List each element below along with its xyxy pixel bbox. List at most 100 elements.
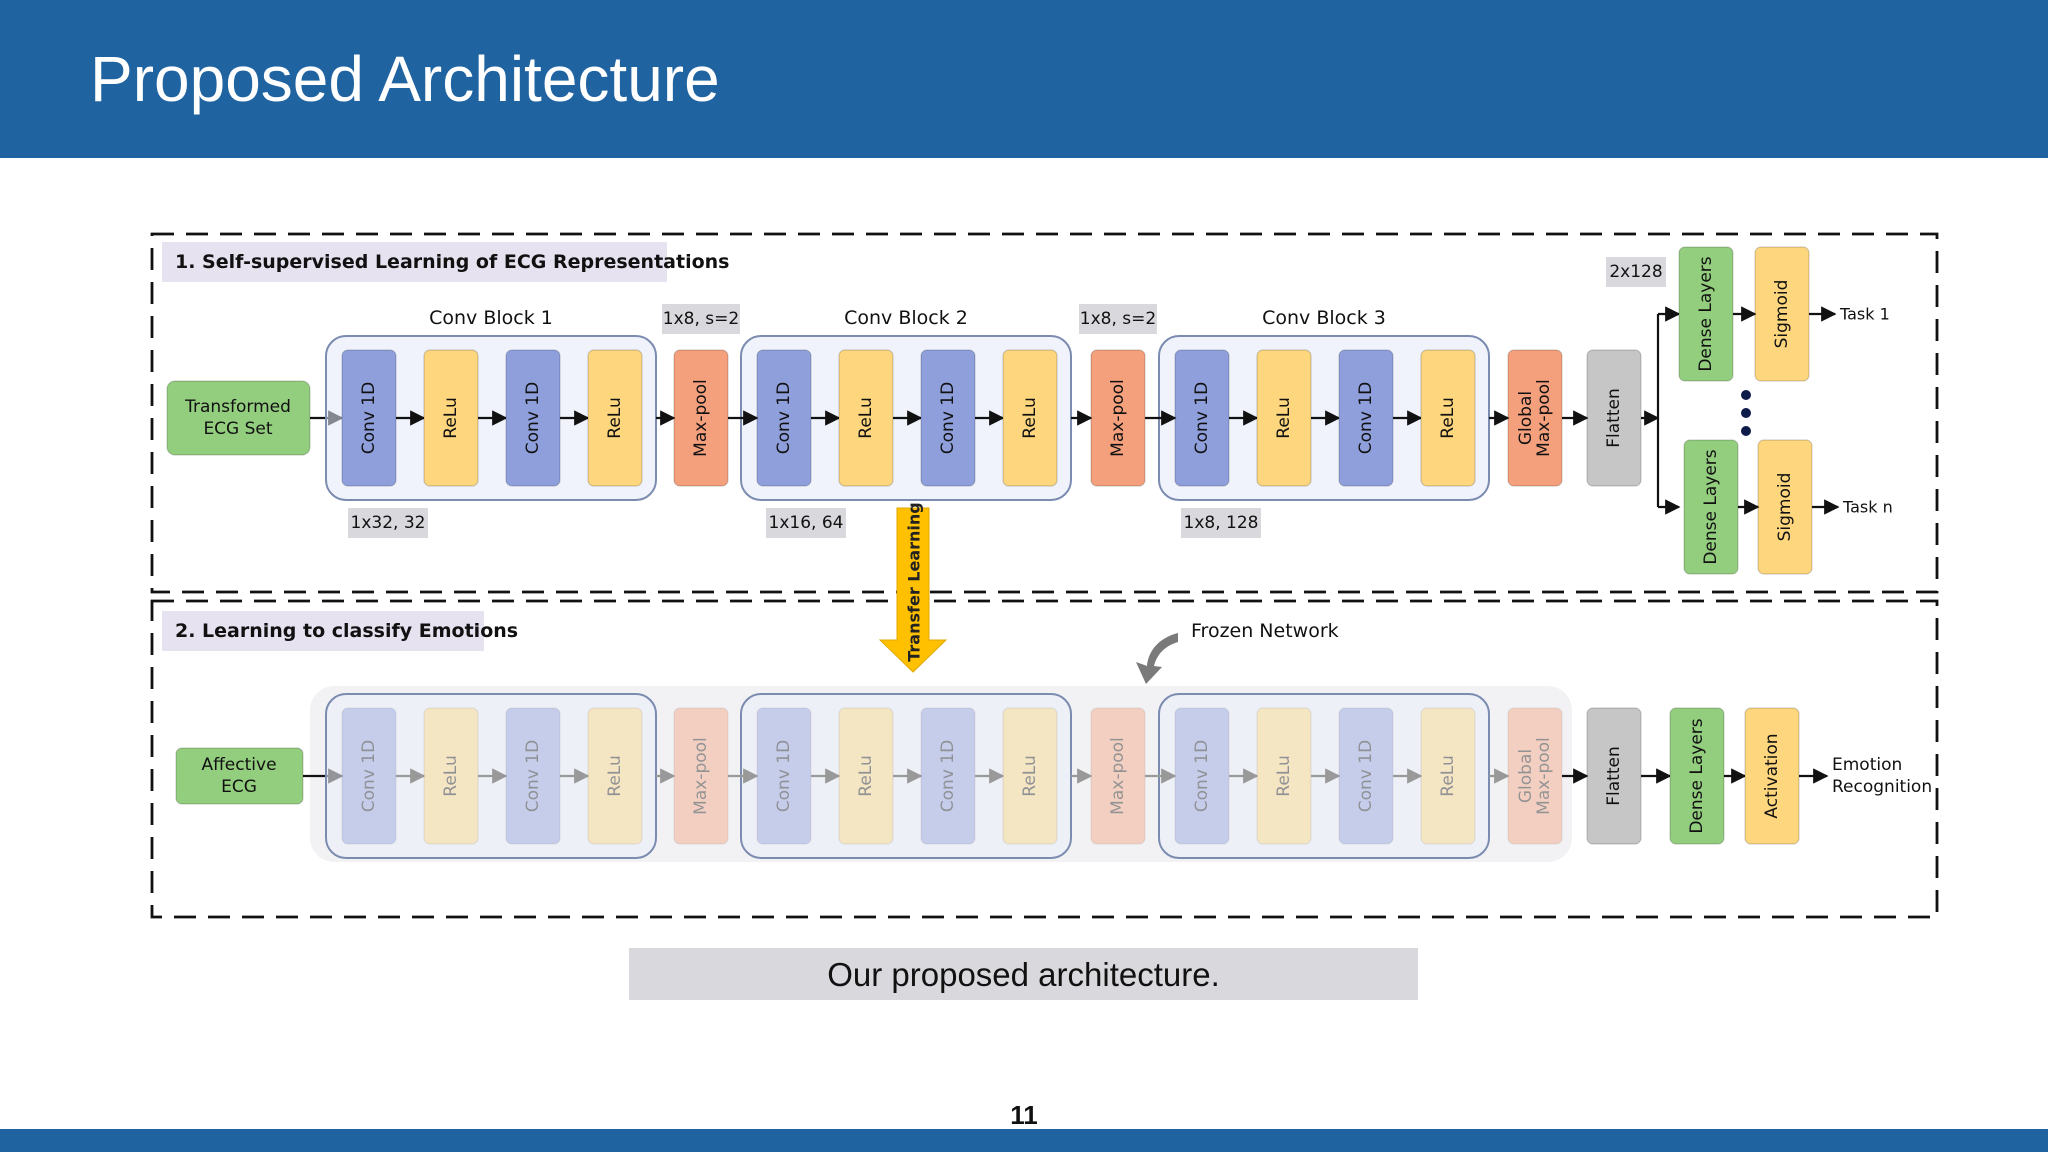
output-param-bg xyxy=(1606,257,1666,287)
block-param-1: 1x32, 32 xyxy=(351,513,426,533)
stage2-flatten-label: Flatten xyxy=(1604,746,1624,805)
figure-caption-box: Our proposed architecture. xyxy=(629,948,1418,1000)
stage1-label-bg xyxy=(162,242,667,282)
conv-block-title-2: Conv Block 2 xyxy=(844,307,968,329)
slide-title: Proposed Architecture xyxy=(90,43,720,115)
stage1-block-2-conv-1-label: Conv 1D xyxy=(774,382,794,454)
stage2-maxpool-2: Max-pool xyxy=(1090,707,1146,845)
stage1-block-1-conv-2-label: Conv 1D xyxy=(523,382,543,454)
slide-footer xyxy=(0,1129,2048,1152)
stage2-block-1-relu-1-label: ReLu xyxy=(441,755,461,796)
stage2-block-1-relu-2: ReLu xyxy=(587,707,643,845)
conv-block-title-1: Conv Block 1 xyxy=(429,307,553,329)
block-param-3: 1x8, 128 xyxy=(1184,513,1259,533)
stage2-block-1-relu-1: ReLu xyxy=(423,707,479,845)
stage2-block-3-relu-2-rect xyxy=(1420,707,1476,845)
stage1-block-1-relu-1: ReLu xyxy=(423,349,479,487)
head-n-dense-label: Dense Layers xyxy=(1701,449,1721,564)
stage1-block-2-conv-2-label: Conv 1D xyxy=(938,382,958,454)
head-1-sigmoid: Sigmoid xyxy=(1754,246,1810,382)
stage1-global-maxpool-label-2: Max-pool xyxy=(1534,379,1554,457)
stage1-block-3-relu-1: ReLu xyxy=(1256,349,1312,487)
stage2-block-2-conv-1-label: Conv 1D xyxy=(774,740,794,812)
head-1-dense-label: Dense Layers xyxy=(1696,256,1716,371)
stage1-block-3-conv-1-label: Conv 1D xyxy=(1192,382,1212,454)
block-param-2: 1x16, 64 xyxy=(769,513,844,533)
pool-param-1: 1x8, s=2 xyxy=(663,309,739,329)
head-1-sigmoid-label: Sigmoid xyxy=(1772,280,1792,349)
pool-param-2-bg xyxy=(1079,304,1157,334)
stage1-block-1-relu-2-rect xyxy=(587,349,643,487)
ellipsis-dot-3 xyxy=(1741,426,1751,436)
ellipsis-dot-1 xyxy=(1741,390,1751,400)
stage1-label: 1. Self-supervised Learning of ECG Repre… xyxy=(175,251,729,273)
figure-caption: Our proposed architecture. xyxy=(827,956,1220,993)
stage1-block-2-conv-2: Conv 1D xyxy=(920,349,976,487)
stage2-block-2-relu-1-label: ReLu xyxy=(856,755,876,796)
stage2-block-3-relu-1-label: ReLu xyxy=(1274,755,1294,796)
stage2-block-3-conv-2-label: Conv 1D xyxy=(1356,740,1376,812)
stage2-block-3-relu-2-label: ReLu xyxy=(1438,755,1458,796)
stage1-block-2-relu-2: ReLu xyxy=(1002,349,1058,487)
block-param-3-bg xyxy=(1181,508,1261,538)
block-param-1-bg xyxy=(348,508,428,538)
stage2-block-2-relu-2-label: ReLu xyxy=(1020,755,1040,796)
stage1-input-line-2: ECG Set xyxy=(203,419,272,439)
pool-param-2: 1x8, s=2 xyxy=(1080,309,1156,329)
stage2-activation-label: Activation xyxy=(1762,733,1782,818)
stage2-block-2-conv-1: Conv 1D xyxy=(756,707,812,845)
emotion-recognition-label-line-2: Recognition xyxy=(1832,777,1932,797)
stage2-block-3-conv-2: Conv 1D xyxy=(1338,707,1394,845)
stage1-dashed-frame xyxy=(150,232,1939,594)
stage1-block-3-conv-1: Conv 1D xyxy=(1174,349,1230,487)
stage1-input-line-1: Transformed xyxy=(184,397,291,417)
stage2-input-line-1: Affective xyxy=(201,755,276,775)
stage2-block-1-conv-2-label: Conv 1D xyxy=(523,740,543,812)
output-param: 2x128 xyxy=(1609,262,1662,282)
stage2-block-2-relu-2-rect xyxy=(1002,707,1058,845)
emotion-recognition-label-line-1: Emotion xyxy=(1832,755,1902,775)
pool-param-1-bg xyxy=(662,304,740,334)
stage1-block-2-relu-2-rect xyxy=(1002,349,1058,487)
stage2-block-3-relu-1: ReLu xyxy=(1256,707,1312,845)
stage2-flatten: Flatten xyxy=(1586,707,1642,845)
stage1-block-3-relu-2-rect xyxy=(1420,349,1476,487)
stage2-maxpool-2-label: Max-pool xyxy=(1108,737,1128,815)
stage1-block-1-relu-2: ReLu xyxy=(587,349,643,487)
task-1-label: Task 1 xyxy=(1839,305,1890,324)
slide-header: Proposed Architecture xyxy=(0,0,2048,158)
stage1-maxpool-1: Max-pool xyxy=(673,349,729,487)
stage2-dashed-frame xyxy=(150,599,1939,919)
head-n-dense: Dense Layers xyxy=(1683,439,1739,575)
stage2-block-3-relu-2: ReLu xyxy=(1420,707,1476,845)
stage1-block-2-relu-1-label: ReLu xyxy=(856,397,876,438)
stage1-block-1-conv-1-label: Conv 1D xyxy=(359,382,379,454)
stage2-input-line-2: ECG xyxy=(221,777,257,797)
stage1-block-2-conv-1: Conv 1D xyxy=(756,349,812,487)
stage2-block-3-conv-1: Conv 1D xyxy=(1174,707,1230,845)
stage2-activation: Activation xyxy=(1744,707,1800,845)
stage2-global-maxpool-label-1: Global xyxy=(1516,749,1536,803)
stage2-global-maxpool-label-2: Max-pool xyxy=(1534,737,1554,815)
stage1-block-3-relu-2: ReLu xyxy=(1420,349,1476,487)
head-n-sigmoid-label: Sigmoid xyxy=(1775,473,1795,542)
stage1-maxpool-1-label: Max-pool xyxy=(691,379,711,457)
ellipsis-dot-2 xyxy=(1741,408,1751,418)
stage2-block-1-conv-1-label: Conv 1D xyxy=(359,740,379,812)
stage2-maxpool-1: Max-pool xyxy=(673,707,729,845)
stage1-maxpool-2: Max-pool xyxy=(1090,349,1146,487)
stage1-block-3-conv-2-label: Conv 1D xyxy=(1356,382,1376,454)
stage2-dense-label: Dense Layers xyxy=(1687,718,1707,833)
stage1-block-2-relu-1: ReLu xyxy=(838,349,894,487)
stage2-maxpool-1-label: Max-pool xyxy=(691,737,711,815)
stage2-block-2-conv-2: Conv 1D xyxy=(920,707,976,845)
frozen-network-curved-arrow xyxy=(1136,633,1178,684)
block-param-2-bg xyxy=(766,508,846,538)
stage2-label-bg xyxy=(162,611,484,651)
task-n-label: Task n xyxy=(1842,498,1893,517)
stage2-dense: Dense Layers xyxy=(1669,707,1725,845)
stage1-block-1-relu-2-label: ReLu xyxy=(605,397,625,438)
